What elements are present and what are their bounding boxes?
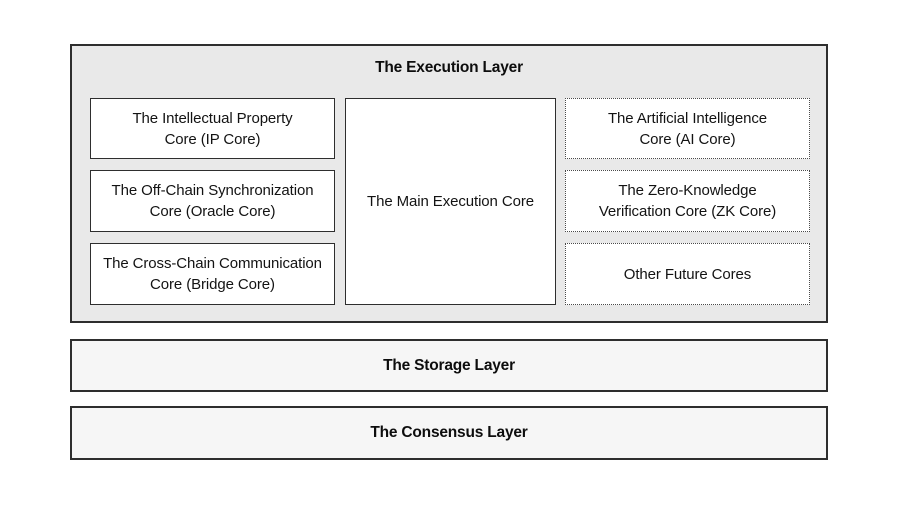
- consensus-layer-box: The Consensus Layer: [70, 406, 828, 460]
- core-box-zk: The Zero-Knowledge Verification Core (ZK…: [565, 170, 810, 232]
- core-box-bridge: The Cross-Chain Communication Core (Brid…: [90, 243, 335, 305]
- core-label-line: Core (Oracle Core): [149, 203, 276, 220]
- core-label-line: Core (AI Core): [639, 130, 736, 148]
- execution-layer-box: The Execution Layer The Intellectual Pro…: [70, 44, 828, 323]
- core-label-line: The Off-Chain Synchronization: [111, 182, 314, 199]
- core-label-line: Other Future Cores: [623, 265, 752, 283]
- storage-layer-box: The Storage Layer: [70, 339, 828, 392]
- core-box-main-execution: The Main Execution Core: [345, 98, 556, 305]
- core-label-line: Verification Core (ZK Core): [598, 203, 777, 220]
- core-label-line: The Cross-Chain Communication: [103, 255, 322, 272]
- core-label-line: The Zero-Knowledge: [618, 182, 757, 199]
- core-box-ip: The Intellectual Property Core (IP Core): [90, 98, 335, 159]
- core-label-line: The Intellectual Property: [132, 109, 293, 127]
- storage-layer-title: The Storage Layer: [383, 356, 515, 374]
- consensus-layer-title: The Consensus Layer: [370, 424, 528, 441]
- core-label-line: Core (Bridge Core): [150, 276, 275, 293]
- core-box-other-future: Other Future Cores: [565, 243, 810, 305]
- core-label-line: The Main Execution Core: [367, 193, 534, 210]
- core-label-line: Core (IP Core): [164, 130, 261, 148]
- core-box-ai: The Artificial Intelligence Core (AI Cor…: [565, 98, 810, 159]
- core-box-oracle: The Off-Chain Synchronization Core (Orac…: [90, 170, 335, 232]
- execution-layer-title: The Execution Layer: [375, 59, 523, 76]
- core-label-line: The Artificial Intelligence: [607, 109, 768, 127]
